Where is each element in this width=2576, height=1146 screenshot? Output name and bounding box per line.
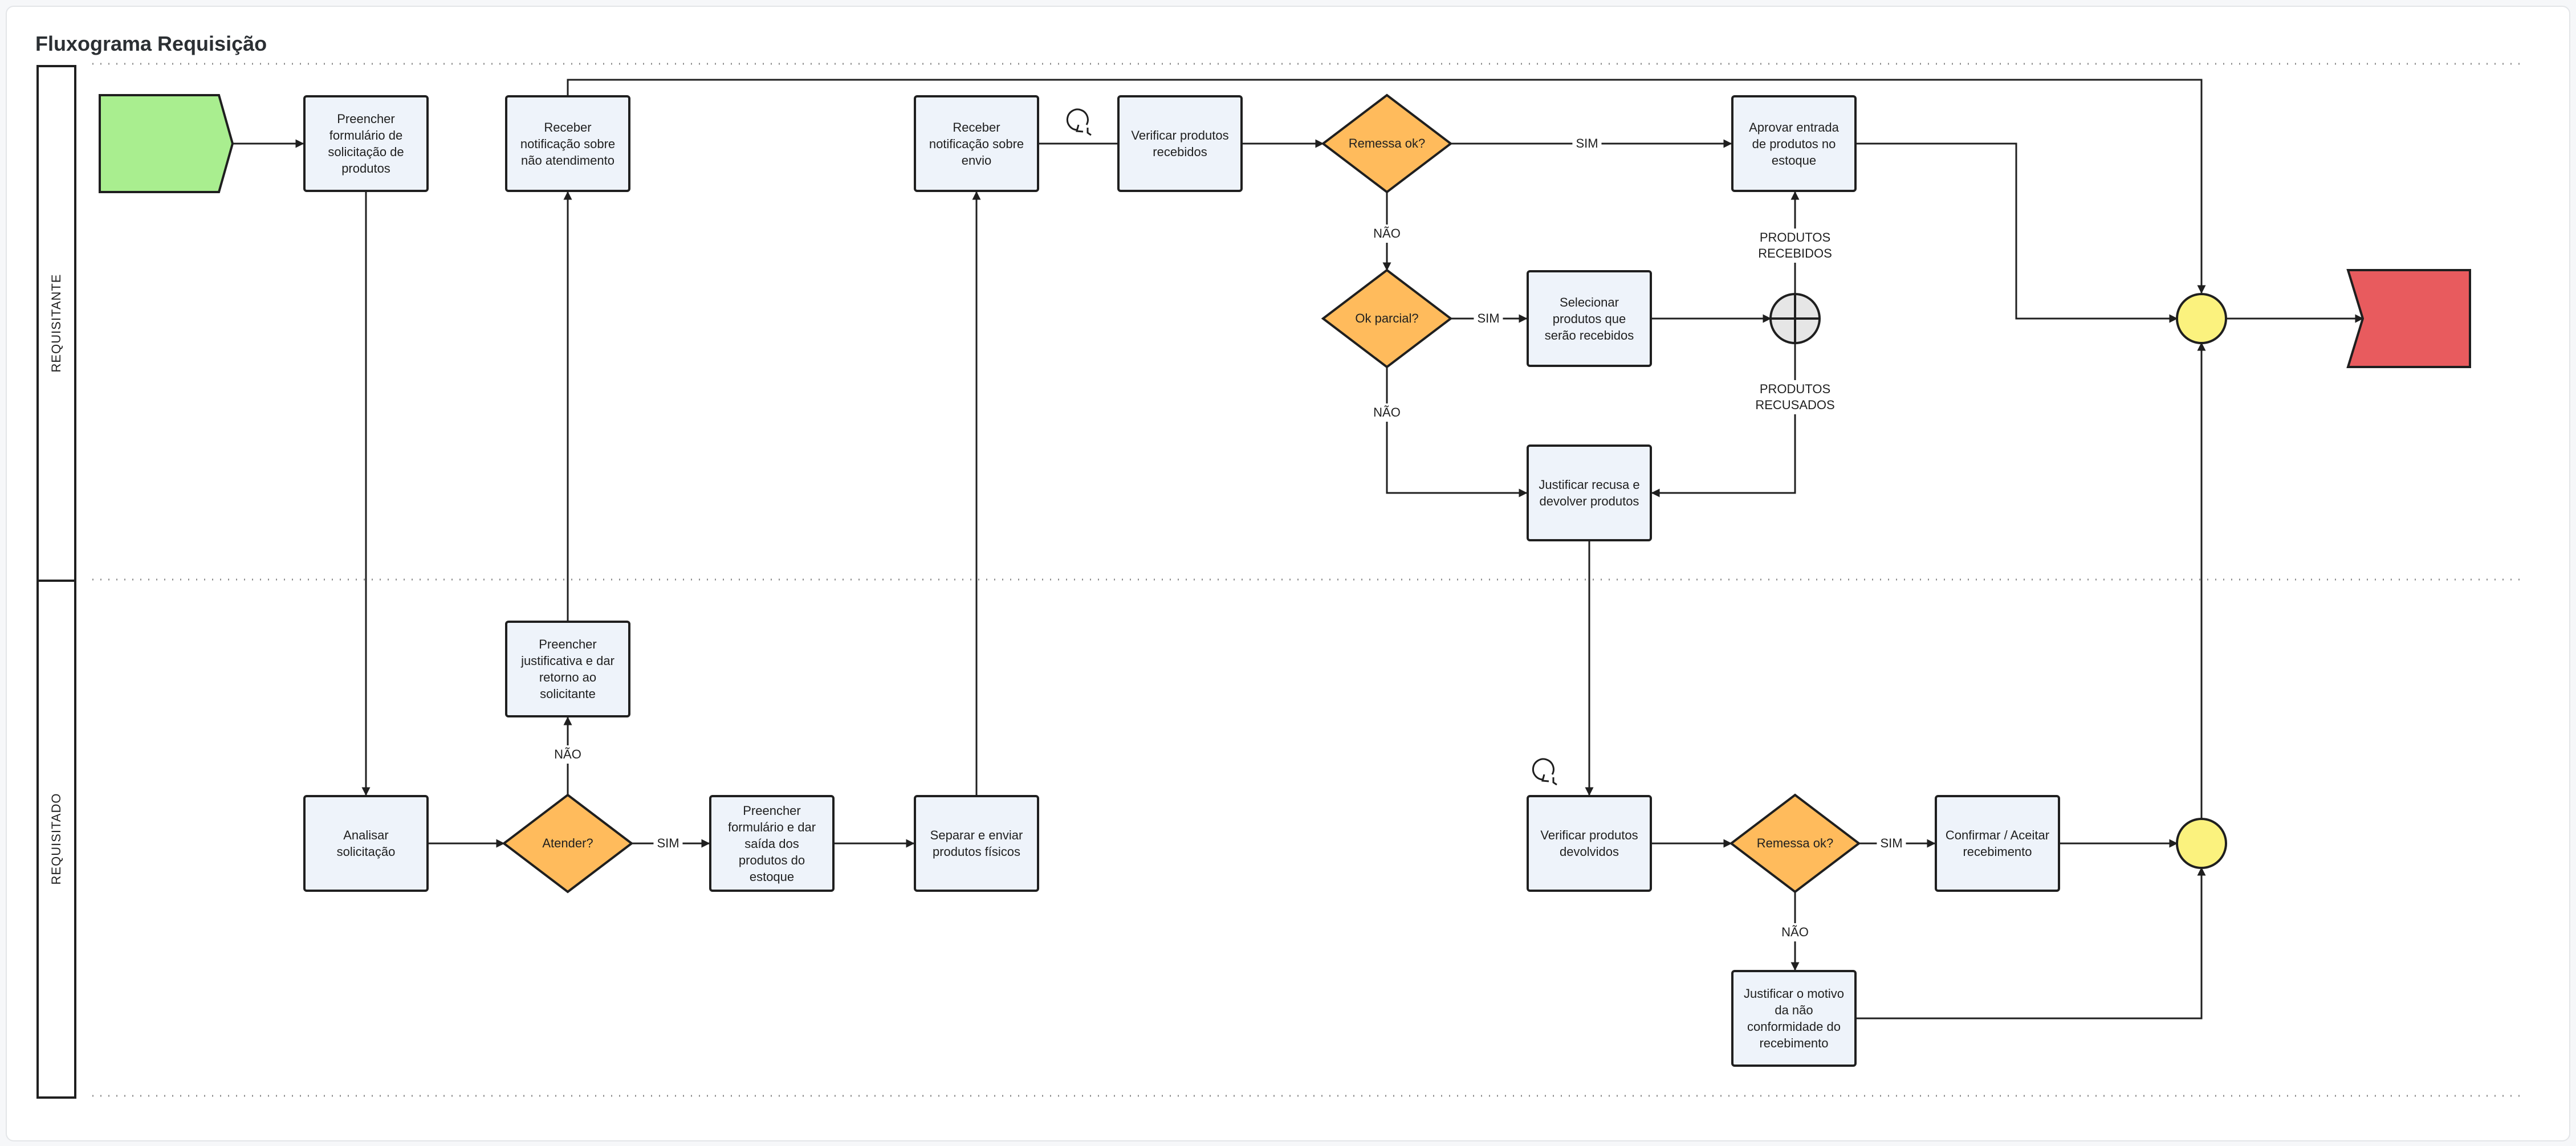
- lane-label-requisitado: REQUISITADO: [49, 793, 63, 885]
- split-gateway: [1769, 293, 1821, 344]
- task-verificar-recebidos[interactable]: Verificar produtos recebidos: [1117, 95, 1243, 192]
- task-justificar-motivo[interactable]: Justificar o motivo da não conformidade …: [1731, 970, 1857, 1067]
- task-receber-envio[interactable]: Receber notificação sobre envio: [914, 95, 1039, 192]
- merge-circle-bottom: [2176, 818, 2227, 869]
- edge-label-sim: SIM: [653, 834, 683, 853]
- task-confirmar-recebimento[interactable]: Confirmar / Aceitar recebimento: [1935, 795, 2060, 892]
- decision-atender: [502, 793, 634, 894]
- edge-label-nao: NÃO: [1370, 403, 1404, 422]
- edge-label-nao: NÃO: [551, 745, 585, 764]
- task-preencher-justificativa[interactable]: Preencher justificativa e dar retorno ao…: [505, 621, 630, 717]
- edge-label-sim: SIM: [1877, 834, 1906, 853]
- diagram-title: Fluxograma Requisição: [35, 32, 267, 55]
- edge-label-sim: SIM: [1474, 309, 1503, 328]
- edge-label-nao: NÃO: [1370, 225, 1404, 243]
- edge-receber-to-end-merge: [567, 79, 2206, 294]
- decision-label-remessa-ok-1: Remessa ok?: [1348, 136, 1426, 150]
- edge-gateway-recusados: [1651, 343, 1796, 497]
- edge-motivo-to-merge: [1857, 867, 2206, 1019]
- lane-header-requisitado: [36, 580, 76, 1099]
- edge-label-produtos-recebidos: PRODUTOS RECEBIDOS: [1752, 229, 1838, 263]
- task-justificar-recusa[interactable]: Justificar recusa e devolver produtos: [1527, 444, 1652, 541]
- flowchart: [36, 63, 2526, 1099]
- task-verificar-devolvidos[interactable]: Verificar produtos devolvidos: [1527, 795, 1652, 892]
- task-preencher-formulario[interactable]: Preencher formulário de solicitação de p…: [303, 95, 429, 192]
- edge-label-produtos-recusados: PRODUTOS RECUSADOS: [1752, 380, 1838, 414]
- edge-aprovar-to-merge: [1857, 142, 2178, 323]
- edge-label-sim: SIM: [1572, 134, 1602, 153]
- edge-parcial-nao: [1386, 367, 1528, 497]
- task-preencher-saida[interactable]: Preencher formulário e dar saída dos pro…: [709, 795, 835, 892]
- lane-label-requisitante: REQUISITANTE: [49, 274, 63, 373]
- lane-header-requisitante: [36, 65, 76, 582]
- merge-circle-top: [2176, 293, 2227, 344]
- edge-label-nao: NÃO: [1778, 923, 1812, 941]
- timer-icon: [1066, 108, 1092, 136]
- timer-icon: [1532, 758, 1557, 786]
- task-selecionar-produtos[interactable]: Selecionar produtos que serão recebidos: [1527, 270, 1652, 367]
- diagram-canvas: Fluxograma Requisição: [6, 6, 2570, 1141]
- decision-label-ok-parcial: Ok parcial?: [1355, 311, 1419, 325]
- decision-label-remessa-ok-2: Remessa ok?: [1756, 836, 1834, 850]
- start-event: [99, 94, 234, 193]
- task-separar-enviar[interactable]: Separar e enviar produtos físicos: [914, 795, 1039, 892]
- decision-label-atender: Atender?: [542, 836, 593, 850]
- task-analisar-solicitacao[interactable]: Analisar solicitação: [303, 795, 429, 892]
- end-event: [2346, 269, 2471, 368]
- task-aprovar-entrada[interactable]: Aprovar entrada de produtos no estoque: [1731, 95, 1857, 192]
- task-receber-nao-atendimento[interactable]: Receber notificação sobre não atendiment…: [505, 95, 630, 192]
